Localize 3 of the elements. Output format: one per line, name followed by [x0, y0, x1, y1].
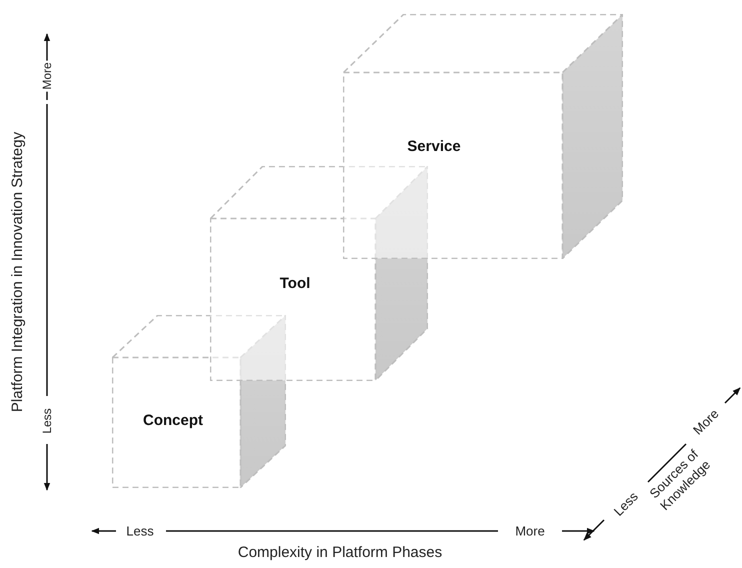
cube-label: Tool — [280, 274, 310, 294]
cube-label: Concept — [143, 410, 203, 431]
cube-label: Service — [407, 136, 461, 157]
